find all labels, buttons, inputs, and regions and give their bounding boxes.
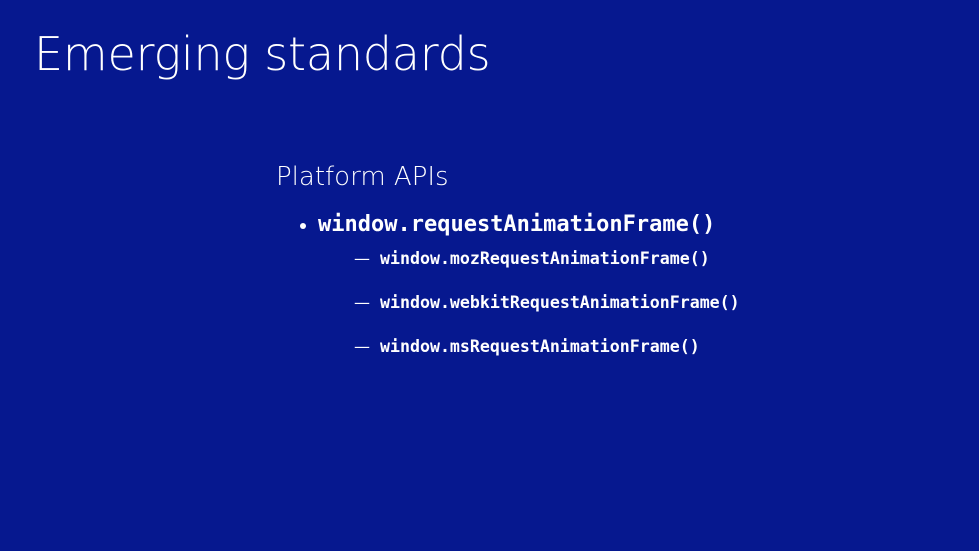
section-heading: Platform APIs xyxy=(276,162,449,192)
bullet-item-level2-label: window.mozRequestAnimationFrame() xyxy=(380,249,710,268)
bullet-sublist: — window.mozRequestAnimationFrame() — wi… xyxy=(318,248,896,358)
bullet-dash-icon: — xyxy=(354,293,370,312)
bullet-dash-icon: — xyxy=(354,337,370,356)
bullet-dot-icon xyxy=(300,223,306,229)
slide-content-body: Platform APIs window.requestAnimationFra… xyxy=(276,160,896,366)
slide-title: Emerging standards xyxy=(34,27,491,81)
bullet-item-level2: — window.webkitRequestAnimationFrame() xyxy=(318,292,896,314)
bullet-item-level1: window.requestAnimationFrame() — window.… xyxy=(276,210,896,358)
bullet-item-level2: — window.msRequestAnimationFrame() xyxy=(318,336,896,358)
bullet-list: window.requestAnimationFrame() — window.… xyxy=(276,210,896,358)
bullet-item-level2: — window.mozRequestAnimationFrame() xyxy=(318,248,896,270)
bullet-dash-icon: — xyxy=(354,249,370,268)
bullet-item-level2-label: window.webkitRequestAnimationFrame() xyxy=(380,293,740,312)
bullet-item-level2-label: window.msRequestAnimationFrame() xyxy=(380,337,700,356)
bullet-item-level1-label: window.requestAnimationFrame() xyxy=(318,212,716,237)
